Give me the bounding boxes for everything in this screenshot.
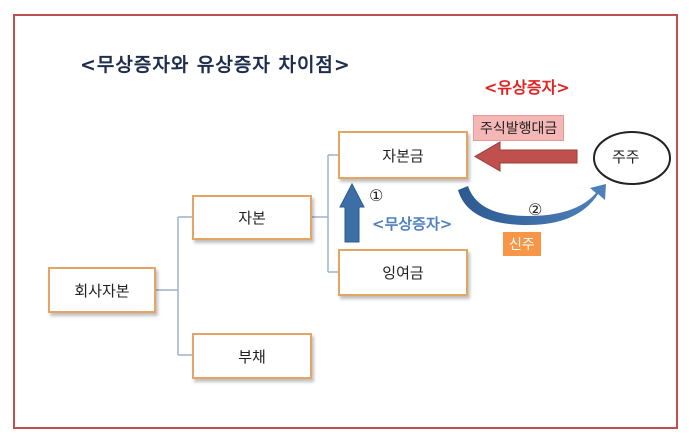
new-shares-arrow — [458, 184, 606, 225]
node-shareholders: 주주 — [612, 148, 640, 166]
node-capital: 자본 — [192, 195, 312, 240]
stock-issue-payment-label: 주식발행대금 — [473, 115, 565, 141]
node-capital-stock: 자본금 — [338, 131, 468, 179]
shareholders-ellipse — [593, 131, 671, 185]
node-company-capital: 회사자본 — [48, 267, 156, 313]
bonus-issue-label: <무상증자> — [372, 215, 453, 233]
node-liabilities: 부채 — [192, 333, 312, 379]
paid-in-capital-label: <유상증자> — [484, 78, 570, 97]
step-1-marker: ① — [369, 186, 384, 205]
node-surplus: 잉여금 — [338, 249, 468, 296]
payment-arrow — [474, 141, 578, 172]
step-2-marker: ② — [528, 200, 543, 219]
diagram-title: <무상증자와 유상증자 차이점> — [80, 54, 351, 76]
new-shares-label: 신주 — [503, 232, 541, 256]
bonus-issue-arrow — [339, 182, 365, 243]
